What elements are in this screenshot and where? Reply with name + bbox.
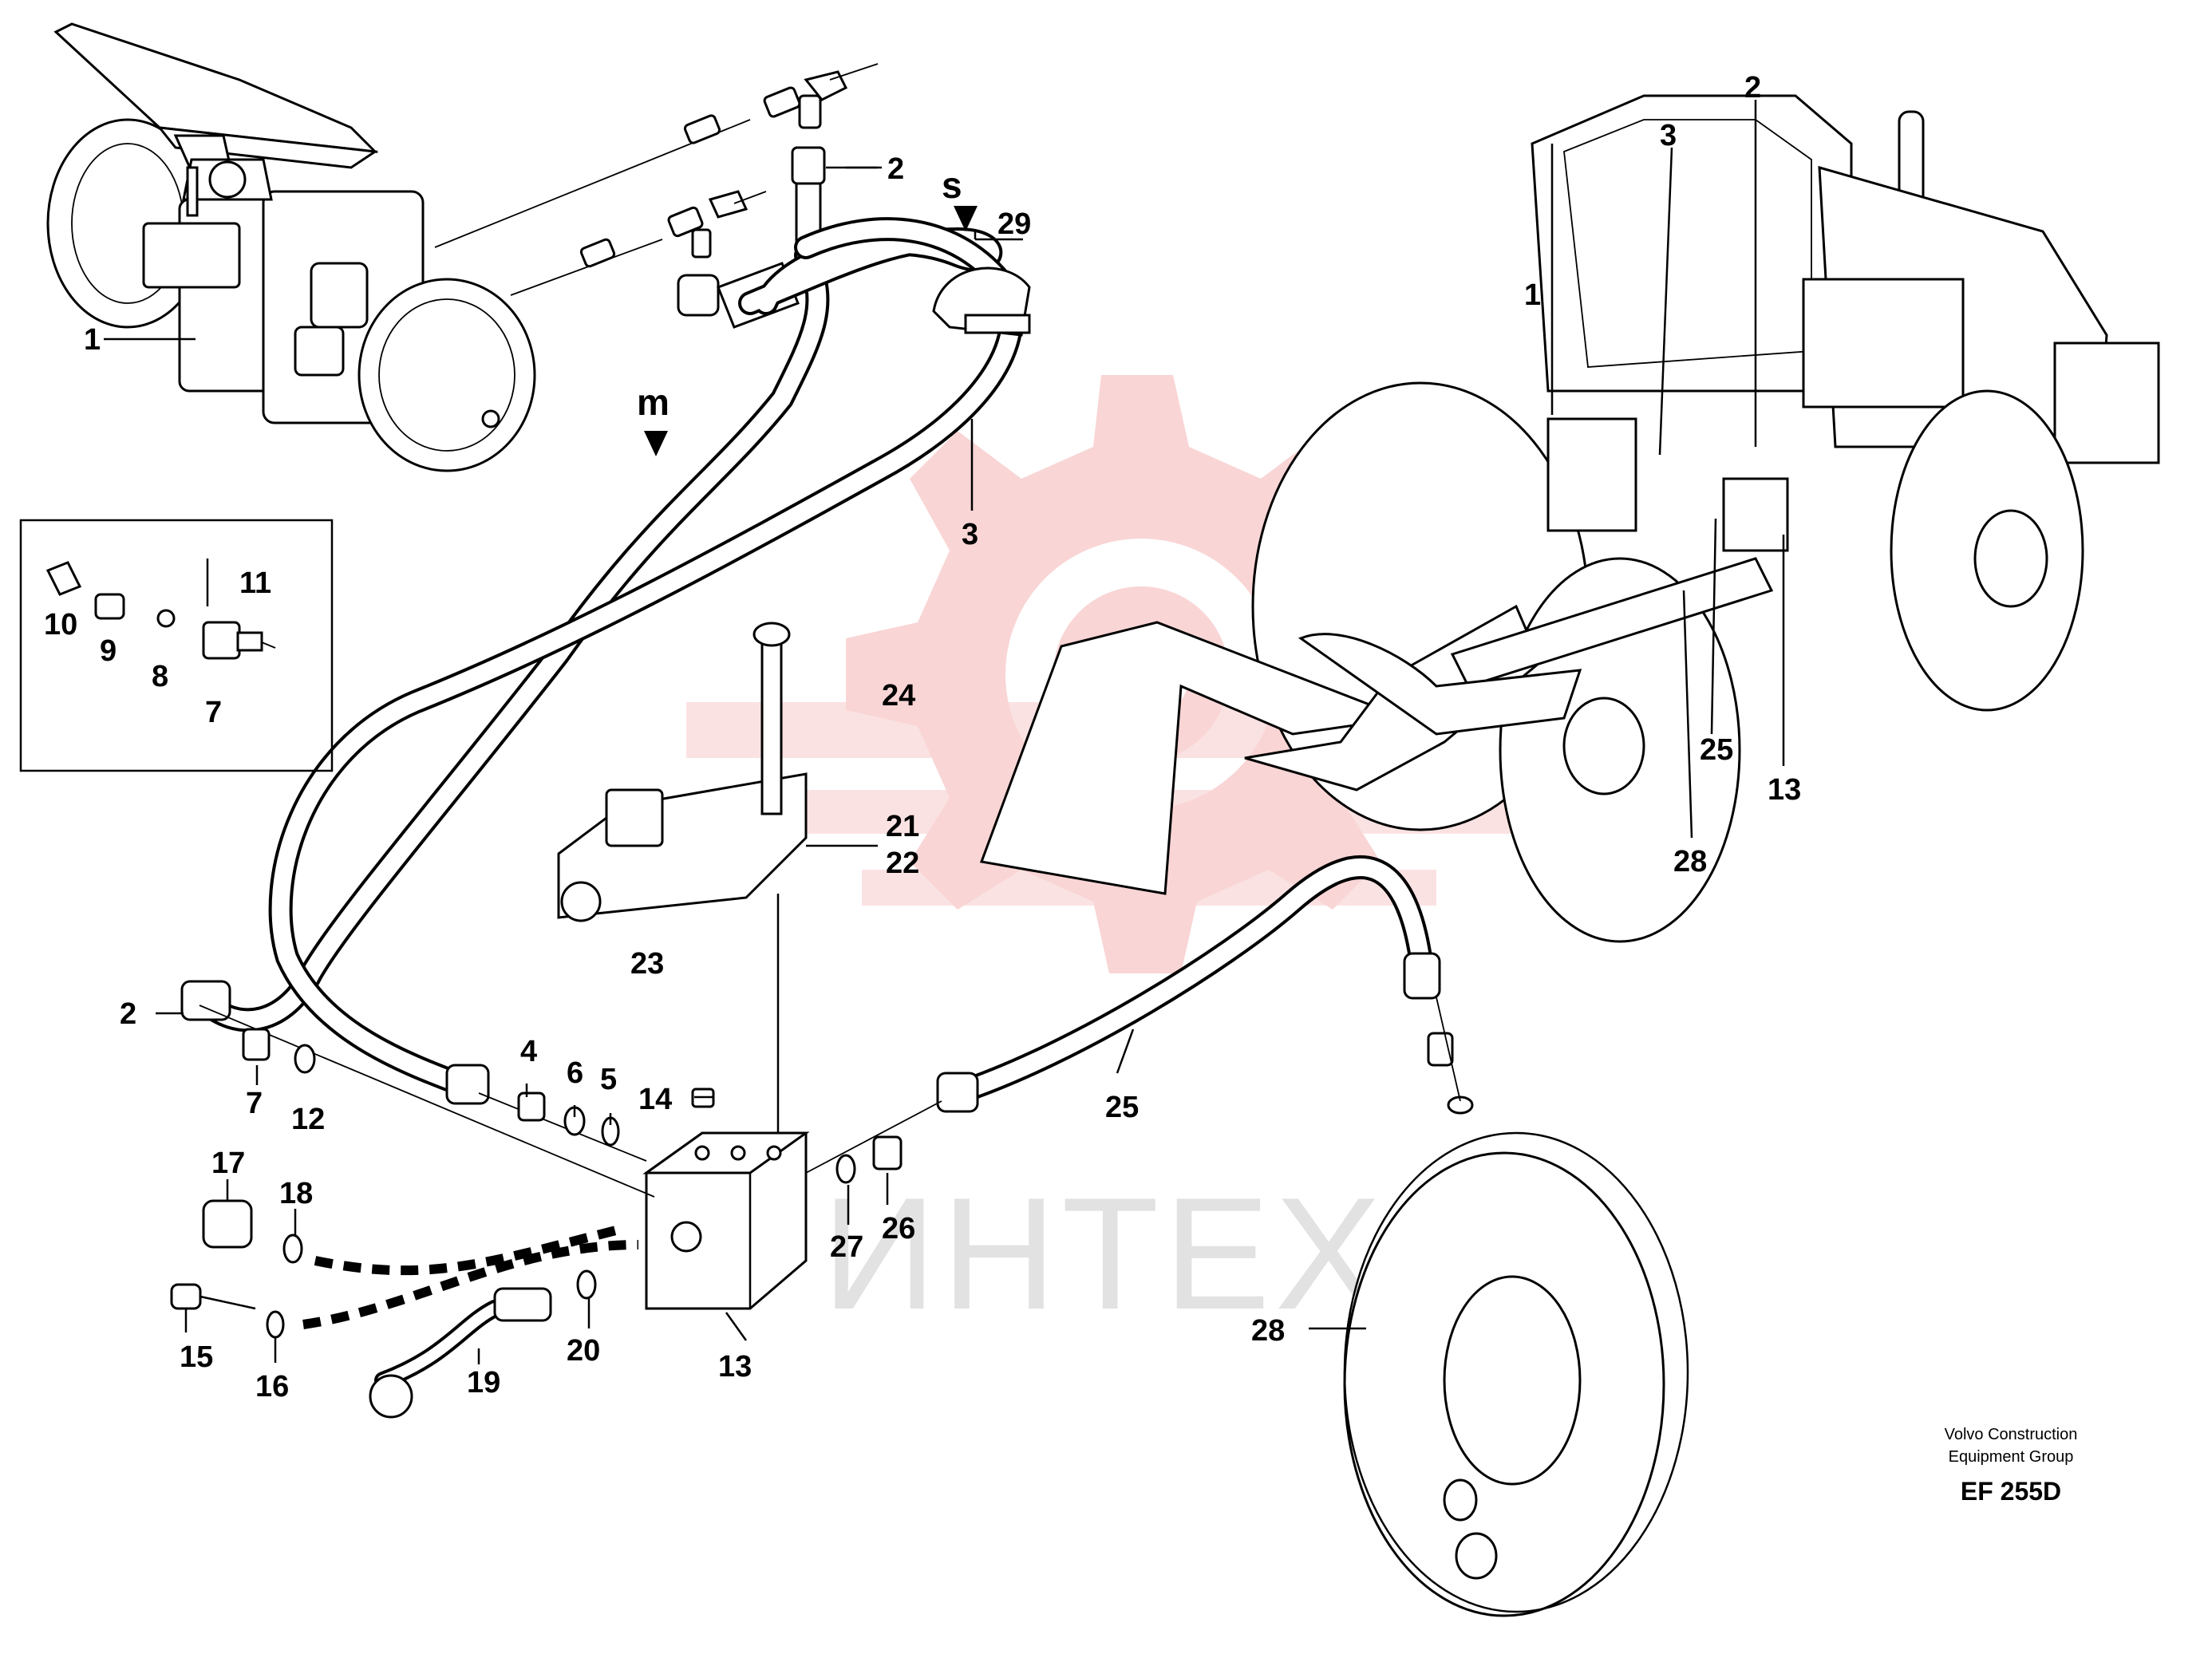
detail-box [19, 519, 334, 772]
brake-pedal-valve [46, 22, 536, 472]
machine-callout-28: 28 [1673, 845, 1707, 878]
detail-callout-10: 10 [44, 608, 77, 641]
machine-callout-1: 1 [1524, 278, 1541, 312]
callout-13: 13 [718, 1350, 752, 1384]
machine-callout-labels: 1 2 3 25 13 28 [1524, 71, 1801, 878]
callout-17: 17 [211, 1147, 245, 1180]
detail-callout-7: 7 [205, 696, 222, 729]
solenoid-valve [557, 622, 808, 922]
callout-7: 7 [246, 1087, 263, 1120]
callout-4: 4 [520, 1035, 537, 1068]
machine-callout-3: 3 [1660, 119, 1677, 152]
callout-28: 28 [1251, 1314, 1285, 1348]
callout-14: 14 [638, 1083, 672, 1116]
fittings-lower [170, 997, 1474, 1419]
machine-callout-2: 2 [1744, 71, 1761, 105]
watermark-text: ИНТЕХ [822, 1165, 1386, 1343]
callout-16: 16 [255, 1370, 289, 1403]
callout-20: 20 [567, 1334, 600, 1368]
callout-2-top: 2 [887, 152, 904, 186]
callout-29: 29 [997, 207, 1031, 241]
callout-18: 18 [279, 1177, 313, 1210]
credit-line-1: Volvo Construction [1945, 1426, 2078, 1443]
machine-callout-13: 13 [1768, 773, 1801, 807]
callout-2-left: 2 [120, 997, 136, 1031]
direction-mark-m: m [637, 381, 670, 423]
hose-clamp [932, 266, 1031, 337]
callout-21: 21 [886, 810, 919, 843]
callout-19: 19 [467, 1366, 500, 1399]
valve-manifold [642, 1088, 810, 1310]
callout-23: 23 [630, 947, 664, 981]
brake-chamber [1309, 1131, 1689, 1617]
leader-lines [156, 100, 1785, 1364]
callout-1: 1 [84, 323, 101, 357]
detail-callout-8: 8 [152, 660, 168, 693]
callout-25: 25 [1105, 1091, 1139, 1124]
callout-26: 26 [882, 1212, 915, 1245]
callout-5: 5 [600, 1063, 617, 1096]
callout-24: 24 [882, 679, 915, 713]
callout-3: 3 [962, 518, 978, 551]
credit-line-2: Equipment Group [1949, 1448, 2074, 1466]
callout-27: 27 [830, 1230, 863, 1264]
detail-callout-labels: 10 9 8 7 11 [44, 566, 271, 729]
callout-22: 22 [886, 847, 919, 880]
drawing-code: EF 255D [1961, 1477, 2061, 1506]
callout-labels: 1 2 3 29 24 21 22 23 2 7 12 4 6 5 14 17 … [84, 152, 1285, 1403]
detail-callout-9: 9 [100, 634, 117, 668]
detail-callout-11: 11 [239, 566, 271, 600]
callout-6: 6 [567, 1056, 583, 1090]
direction-mark-s: s [942, 164, 962, 206]
callout-12: 12 [291, 1103, 325, 1136]
credit-block: Volvo Construction Equipment Group EF 25… [1945, 1426, 2078, 1506]
wheel-loader-illustration [979, 94, 2160, 943]
machine-callout-25: 25 [1700, 733, 1733, 767]
callout-15: 15 [180, 1340, 213, 1374]
